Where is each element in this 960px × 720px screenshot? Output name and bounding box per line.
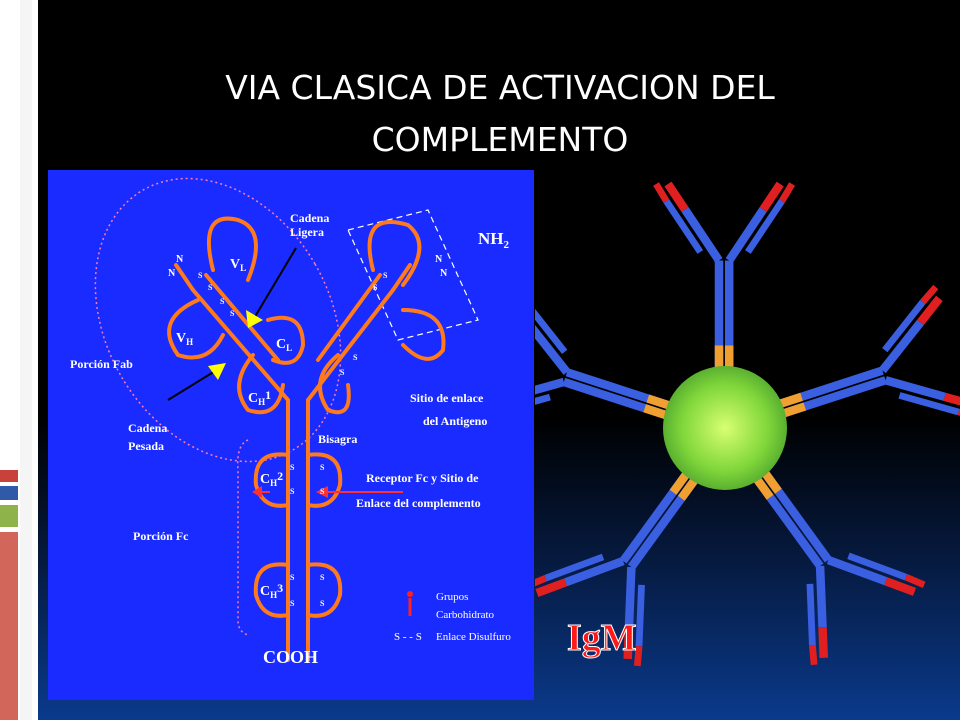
- legend-ss-symbol: S - - S: [394, 631, 422, 643]
- label-receptor-fc-1: Receptor Fc y Sitio de: [366, 471, 479, 485]
- label-vh: VH: [176, 331, 193, 347]
- label-receptor-fc-2: Enlace del complemento: [356, 496, 481, 510]
- label-s: S: [383, 271, 388, 280]
- slide-title: VIA CLASICA DE ACTIVACION DEL COMPLEMENT…: [80, 62, 920, 166]
- decor-bar-green: [0, 505, 18, 527]
- label-nh2: NH2: [478, 229, 510, 251]
- label-s: S: [230, 309, 235, 318]
- label-n-left: N: [176, 254, 184, 265]
- label-s: S: [340, 368, 345, 377]
- left-decor-strip: [0, 0, 38, 720]
- label-cadena-pesada-1: Cadena: [128, 421, 167, 435]
- label-n-right-2: N: [440, 268, 448, 279]
- label-s: S: [320, 573, 325, 582]
- label-cadena-ligera-2: Ligera: [290, 225, 324, 239]
- label-s: S: [353, 353, 358, 362]
- label-s: S: [320, 599, 325, 608]
- label-bisagra: Bisagra: [318, 432, 357, 446]
- label-porcion-fab: Porción Fab: [70, 357, 133, 371]
- label-s: S: [320, 487, 325, 496]
- label-vl: VL: [230, 257, 246, 273]
- legend-enlace-disulfuro: Enlace Disulfuro: [436, 631, 511, 643]
- label-cooh: COOH: [263, 647, 318, 667]
- label-ch2: CH2: [260, 469, 283, 488]
- igm-pentamer-diagram: IgM: [535, 168, 960, 688]
- label-n-left-2: N: [168, 268, 176, 279]
- label-n-right: N: [435, 254, 443, 265]
- title-line-2: COMPLEMENTO: [371, 120, 629, 159]
- decor-bar-pink: [0, 532, 18, 720]
- label-s: S: [290, 487, 295, 496]
- label-s: S: [320, 463, 325, 472]
- label-cadena-ligera-1: Cadena: [290, 211, 329, 225]
- igm-label: IgM: [567, 617, 637, 659]
- label-sitio-enlace-1: Sitio de enlace: [410, 391, 484, 405]
- decor-bar-blue: [0, 486, 18, 500]
- antibody-structure-diagram: Cadena Ligera Cadena Pesada Porción Fab …: [48, 170, 534, 700]
- label-ch1: CH1: [248, 388, 271, 407]
- legend-grupos: Grupos: [436, 591, 468, 603]
- label-s: S: [290, 599, 295, 608]
- label-s: S: [198, 271, 203, 280]
- diagram-legend: Grupos Carbohidrato S - - S Enlace Disul…: [394, 591, 511, 643]
- label-ch3: CH3: [260, 581, 283, 600]
- legend-carbohidrato: Carbohidrato: [436, 609, 495, 621]
- decor-bar-gray: [20, 0, 32, 720]
- pointer-arrows: [167, 247, 403, 498]
- label-porcion-fc: Porción Fc: [133, 529, 189, 543]
- decor-bar-red: [0, 470, 18, 482]
- label-sitio-enlace-2: del Antigeno: [423, 414, 487, 428]
- label-s: S: [290, 463, 295, 472]
- label-s: S: [373, 283, 378, 292]
- label-s: S: [290, 573, 295, 582]
- label-s: S: [220, 297, 225, 306]
- igm-joining-chain: [663, 366, 787, 490]
- title-line-1: VIA CLASICA DE ACTIVACION DEL: [225, 68, 775, 107]
- label-cadena-pesada-2: Pesada: [128, 439, 164, 453]
- label-s: S: [208, 283, 213, 292]
- label-cl: CL: [276, 337, 292, 353]
